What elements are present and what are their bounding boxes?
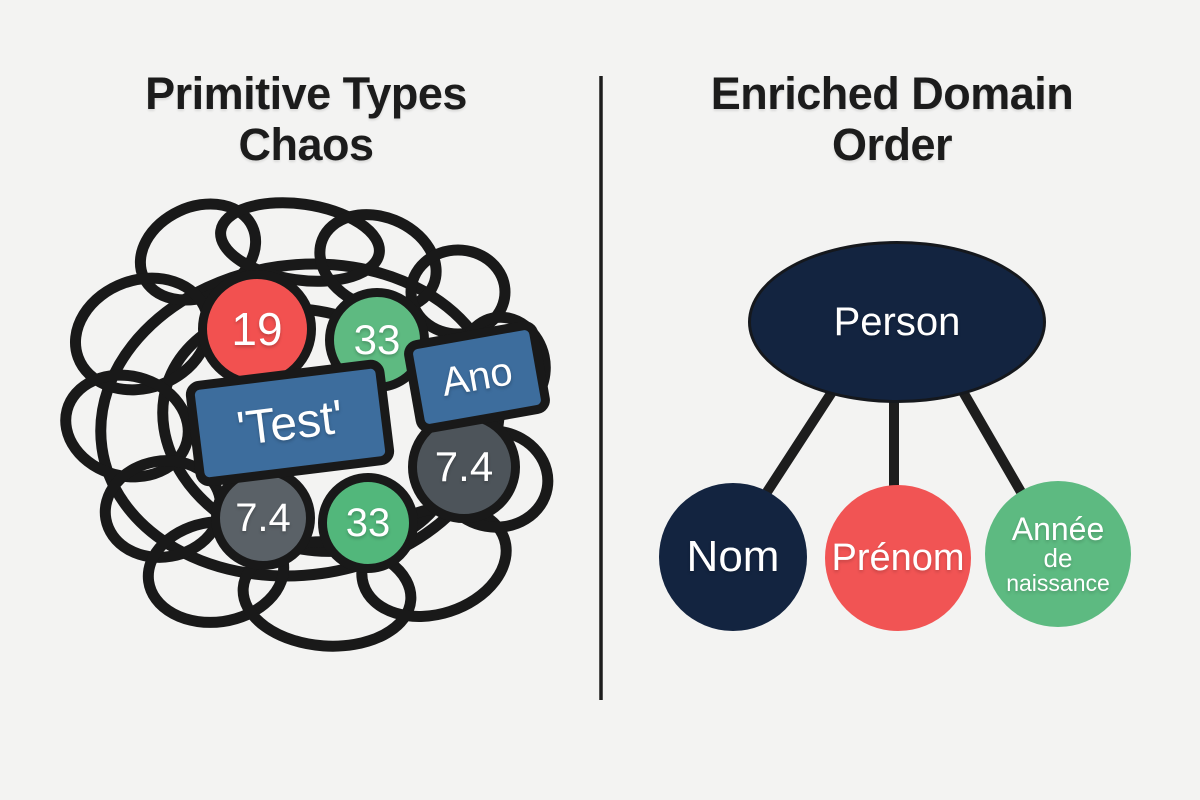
- left-title-line2: Chaos: [238, 119, 374, 170]
- tree-root-person-label: Person: [833, 299, 961, 344]
- tree-node-annee-label-line2: de: [1043, 543, 1073, 574]
- left-title-line1: Primitive Types: [145, 68, 467, 119]
- chaos-node-test-label: 'Test': [233, 390, 347, 456]
- tree-node-annee-label-line3: naissance: [1006, 569, 1110, 596]
- tree-node-prenom: Prénom: [825, 485, 971, 631]
- chaos-node-ano-label: Ano: [438, 348, 516, 405]
- chaos-node-33-top-label: 33: [353, 316, 401, 363]
- right-panel-title: Enriched Domain Order: [592, 68, 1192, 170]
- tree-root-person: Person: [748, 241, 1046, 403]
- chaos-node-33-bottom-label: 33: [345, 500, 391, 545]
- chaos-node-7-4-right-label: 7.4: [434, 443, 494, 490]
- tree-node-nom-label: Nom: [686, 532, 780, 581]
- chaos-node-7-4-left-label: 7.4: [235, 495, 291, 540]
- tree-node-prenom-label: Prénom: [831, 536, 965, 579]
- right-title-line2: Order: [831, 119, 953, 170]
- connector-person-nom: [762, 389, 837, 495]
- chaos-node-33-bottom: 33: [318, 473, 418, 573]
- tree-node-annee-label-line1: Année: [1011, 510, 1105, 547]
- connector-person-annee: [957, 387, 1026, 495]
- tree-connectors: [762, 387, 1026, 495]
- tree-node-nom: Nom: [659, 483, 807, 631]
- tree-node-annee-de-naissance: Année de naissance: [985, 481, 1131, 627]
- right-title-line1: Enriched Domain: [710, 68, 1074, 119]
- chaos-node-19-label: 19: [231, 303, 283, 355]
- left-panel-title: Primitive Types Chaos: [6, 68, 606, 170]
